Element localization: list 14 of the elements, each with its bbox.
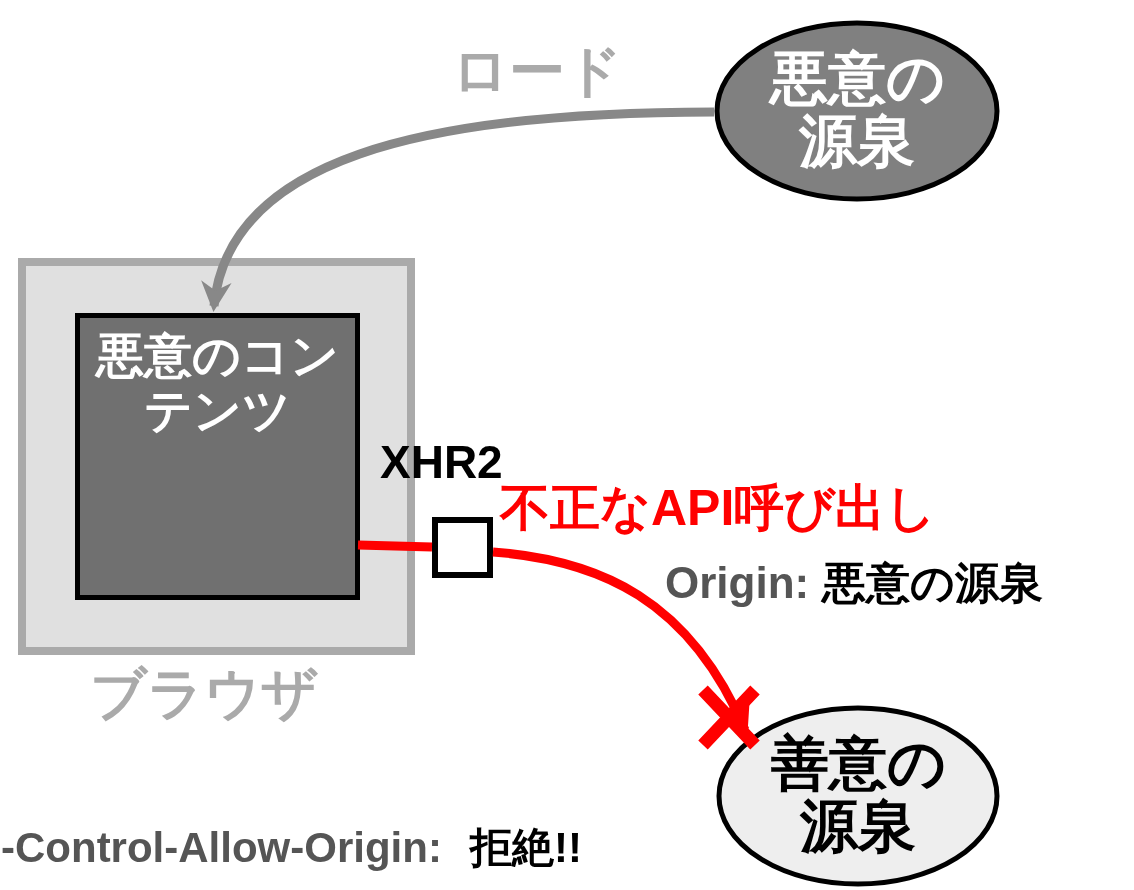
- origin-name: 悪意の源泉: [767, 47, 946, 173]
- edge-label: ロード: [452, 42, 622, 101]
- header-name: Origin:: [665, 560, 810, 607]
- header-value: 拒絶!!: [470, 826, 582, 871]
- header-name: -Control-Allow-Origin:: [1, 826, 442, 871]
- source-ellipse: [714, 20, 1000, 202]
- load-arrow: [204, 107, 715, 312]
- browser-caption: ブラウザ: [90, 665, 318, 724]
- content-label: 悪意のコンテンツ: [93, 328, 340, 439]
- origin-name: 善意の源泉: [769, 732, 947, 858]
- header-value: 悪意の源泉: [822, 560, 1043, 607]
- target-ellipse: [716, 705, 1000, 887]
- content-box: [75, 313, 360, 600]
- edge-label: 不正なAPI呼び出し: [500, 482, 937, 535]
